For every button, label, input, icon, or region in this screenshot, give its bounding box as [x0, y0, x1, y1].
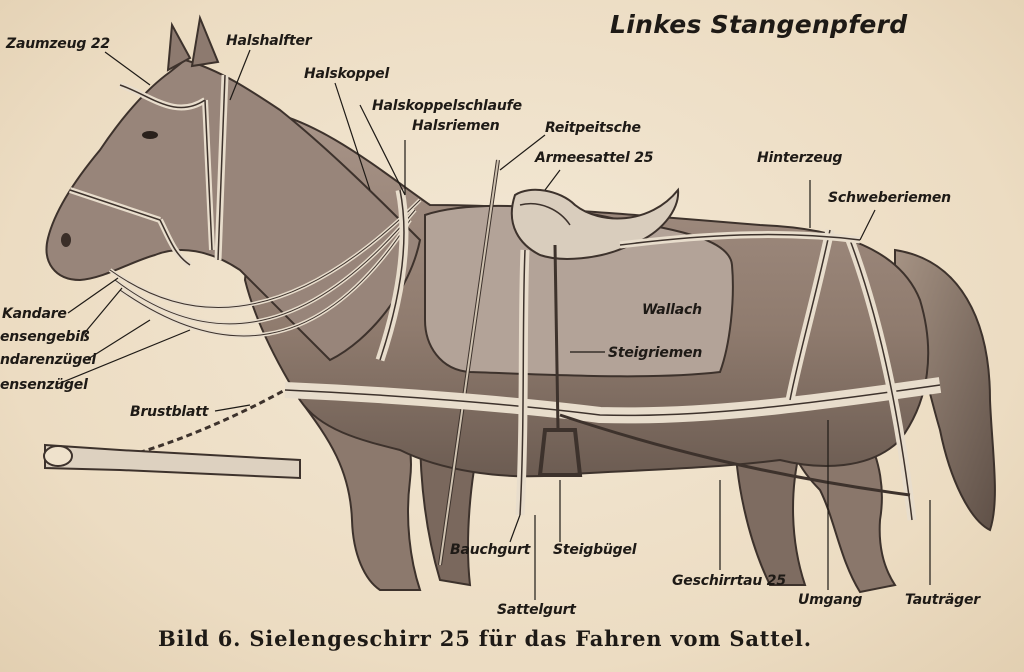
horse-eye	[142, 131, 158, 139]
label-armeesattel: Armeesattel 25	[535, 150, 654, 166]
label-geschirrtau: Geschirrtau 25	[672, 573, 786, 589]
label-kandarenzuegel: ndarenzügel	[0, 352, 97, 368]
label-halshalfter: Halshalfter	[226, 33, 312, 49]
drawbar	[44, 443, 301, 480]
figure-caption: Bild 6. Sielengeschirr 25 für das Fahren…	[158, 626, 812, 651]
label-reitpeitsche: Reitpeitsche	[545, 120, 641, 136]
stirrup	[537, 428, 583, 477]
leader-lines	[57, 49, 931, 600]
label-steigriemen: Steigriemen	[608, 345, 703, 361]
label-umgang: Umgang	[798, 592, 863, 608]
horse-nostril	[61, 233, 71, 247]
label-wallach: Wallach	[642, 302, 702, 318]
saddle-seat	[519, 203, 571, 226]
horse-neck-head	[45, 58, 422, 362]
label-trautraeger: Tauträger	[905, 592, 980, 608]
label-kandare: Kandare	[2, 306, 67, 322]
label-trensenzuegel: ensenzügel	[0, 377, 88, 393]
label-hinterzeug: Hinterzeug	[757, 150, 843, 166]
trace	[559, 413, 911, 497]
label-halsriemen: Halsriemen	[412, 118, 500, 134]
label-trensengebiss: ensengebiß	[0, 329, 90, 345]
label-sattelgurt: Sattelgurt	[497, 602, 576, 618]
stirrup-leather	[553, 244, 560, 431]
label-zaumzeug: Zaumzeug 22	[6, 36, 110, 52]
label-steigbuegel: Steigbügel	[553, 542, 637, 558]
label-halskoppel: Halskoppel	[304, 66, 390, 82]
horse-ear	[166, 21, 192, 72]
label-schweberiemen: Schweberiemen	[828, 190, 951, 206]
trace-chain	[119, 388, 286, 460]
label-halskoppelschlaufe: Halskoppelschlaufe	[372, 98, 522, 114]
label-brustblatt: Brustblatt	[130, 404, 209, 420]
diagram-title: Linkes Stangenpferd	[610, 10, 908, 39]
horse-ear	[190, 14, 220, 68]
label-bauchgurt: Bauchgurt	[450, 542, 531, 558]
